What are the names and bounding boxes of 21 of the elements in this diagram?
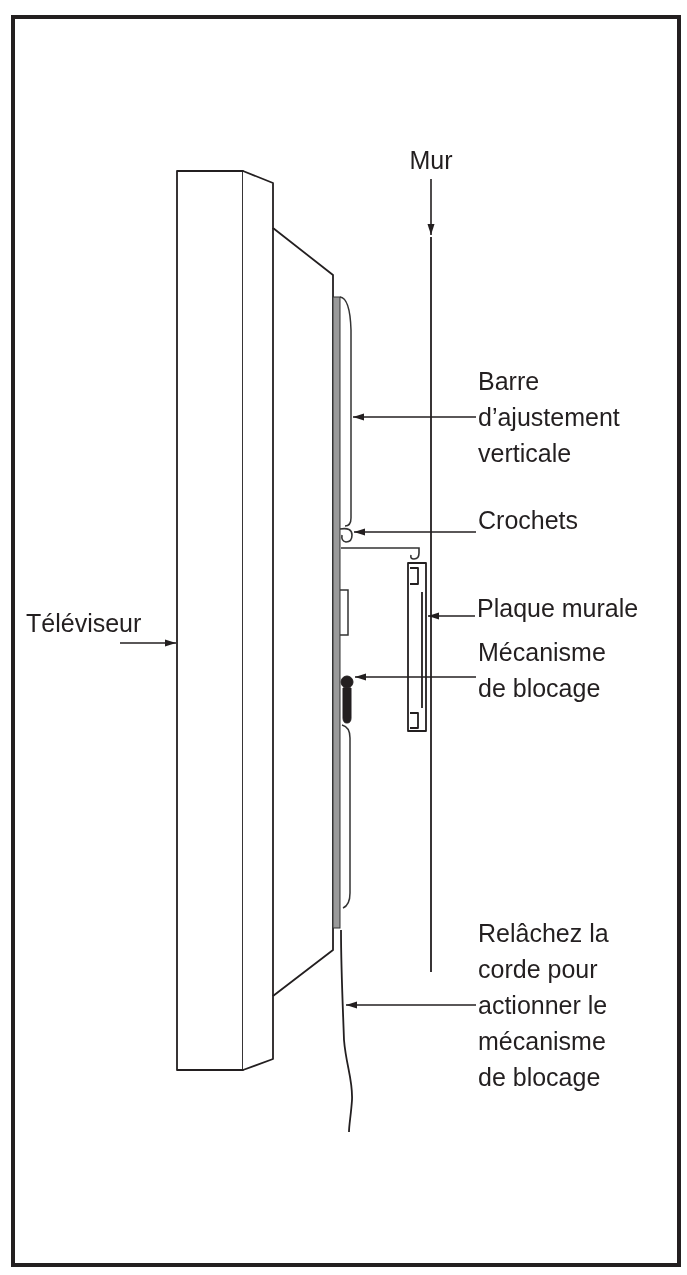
- part-label: Téléviseur: [26, 605, 142, 641]
- television: [176, 170, 334, 1071]
- latch: [340, 675, 354, 724]
- part-label: Relâchez la corde pour actionner le mécanisme de blocage: [478, 915, 628, 1095]
- part-label: Mécanisme de blocage: [478, 634, 623, 706]
- part-label: Crochets: [478, 502, 579, 538]
- wall-line: [430, 236, 432, 973]
- leader-arrow: [353, 528, 477, 536]
- wall-plate: [407, 562, 427, 732]
- leader-arrow: [427, 178, 435, 236]
- adjustment-bar: [339, 296, 352, 527]
- leader-arrow: [345, 1001, 477, 1009]
- leader-arrow: [352, 413, 477, 421]
- hook: [339, 527, 353, 543]
- part-label: Plaque murale: [477, 590, 639, 626]
- leader-arrow: [119, 639, 177, 647]
- cord: [340, 929, 353, 1133]
- leader-arrow: [427, 612, 476, 620]
- part-label: Barre d’ajustement verticale: [478, 363, 653, 471]
- leader-arrow: [354, 673, 477, 681]
- part-label: Mur: [409, 142, 453, 178]
